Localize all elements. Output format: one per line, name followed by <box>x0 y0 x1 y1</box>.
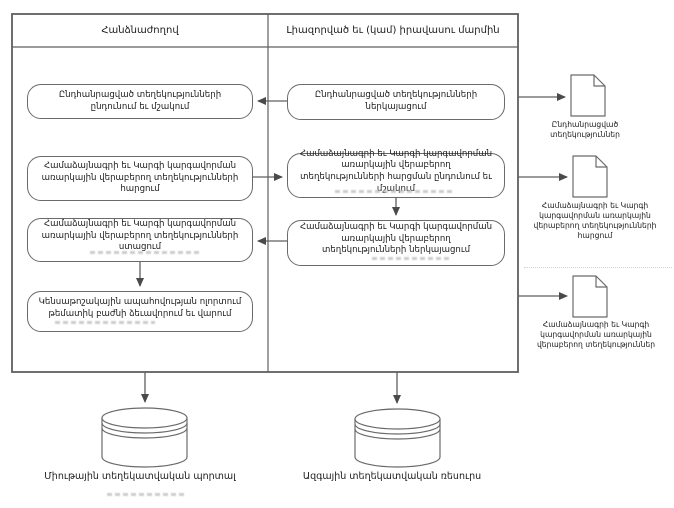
process-box-text: Համաձայնագրի եւ Կարգի կարգավորման առարկա… <box>41 219 239 253</box>
document-label-text: Համաձայնագրի եւ Կարգի կարգավորման առարկա… <box>536 320 656 349</box>
process-box-present-generalized-info: Ընդհանրացված տեղեկությունների ներկայացու… <box>287 84 505 120</box>
ghost-text-artifact <box>372 257 452 260</box>
swimlane-frame <box>11 13 519 373</box>
process-box-request-info: Համաձայնագրի եւ Կարգի կարգավորման առարկա… <box>27 156 253 201</box>
process-box-text: Համաձայնագրի եւ Կարգի կարգավորման առարկա… <box>299 222 493 256</box>
ghost-dotted-line-artifact <box>524 267 672 268</box>
ghost-text-artifact <box>90 251 202 254</box>
process-box-receive-info: Համաձայնագրի եւ Կարգի կարգավորման առարկա… <box>27 218 253 262</box>
process-box-text: Կենսաթոշակային ապահովության ոլորտում թեմ… <box>38 297 242 319</box>
document-label-text: Համաձայնագրի եւ Կարգի կարգավորման առարկա… <box>533 201 657 240</box>
lane-header-committee: Հանձնաժողով <box>12 14 268 47</box>
ghost-text-artifact <box>55 321 155 324</box>
document-icon-3 <box>572 275 608 318</box>
database-label-text: Միութային տեղեկատվական պորտալ <box>44 471 236 482</box>
process-box-text: Ընդհանրացված տեղեկությունների ներկայացու… <box>314 90 478 112</box>
document-label-1: Ընդհանրացված տեղեկություններ <box>525 120 645 140</box>
database-icon-left <box>101 407 188 468</box>
process-box-text: Ընդհանրացված տեղեկությունների ընդունում … <box>58 89 222 112</box>
document-icon-2 <box>572 155 608 198</box>
document-label-2: Համաձայնագրի եւ Կարգի կարգավորման առարկա… <box>522 201 668 240</box>
lane-title: Հանձնաժողով <box>101 25 179 36</box>
process-box-present-info: Համաձայնագրի եւ Կարգի կարգավորման առարկա… <box>287 220 505 266</box>
database-icon-right <box>354 408 441 468</box>
process-box-text: Համաձայնագրի եւ Կարգի կարգավորման առարկա… <box>299 148 493 194</box>
database-label-union-portal: Միութային տեղեկատվական պորտալ <box>30 471 250 482</box>
document-label-3: Համաձայնագրի եւ Կարգի կարգավորման առարկա… <box>518 320 674 350</box>
lane-title: Լիազորված եւ (կամ) իրավասու մարմին <box>286 25 500 36</box>
database-label-text: Ազգային տեղեկատվական ռեսուրս <box>302 471 482 482</box>
process-box-thematic-section: Կենսաթոշակային ապահովության ոլորտում թեմ… <box>27 291 253 332</box>
database-label-national-resource: Ազգային տեղեկատվական ռեսուրս <box>282 471 502 482</box>
document-icon-1 <box>570 74 606 117</box>
lane-header-authorized-body: Լիազորված եւ (կամ) իրավասու մարմին <box>268 14 518 47</box>
process-box-receive-request: Համաձայնագրի եւ Կարգի կարգավորման առարկա… <box>287 149 505 198</box>
ghost-text-artifact <box>107 493 185 496</box>
process-box-text: Համաձայնագրի եւ Կարգի կարգավորման առարկա… <box>41 161 239 195</box>
process-box-receive-generalized-info: Ընդհանրացված տեղեկությունների ընդունում … <box>27 84 253 119</box>
document-label-text: Ընդհանրացված տեղեկություններ <box>550 120 620 139</box>
ghost-text-artifact <box>335 190 455 193</box>
